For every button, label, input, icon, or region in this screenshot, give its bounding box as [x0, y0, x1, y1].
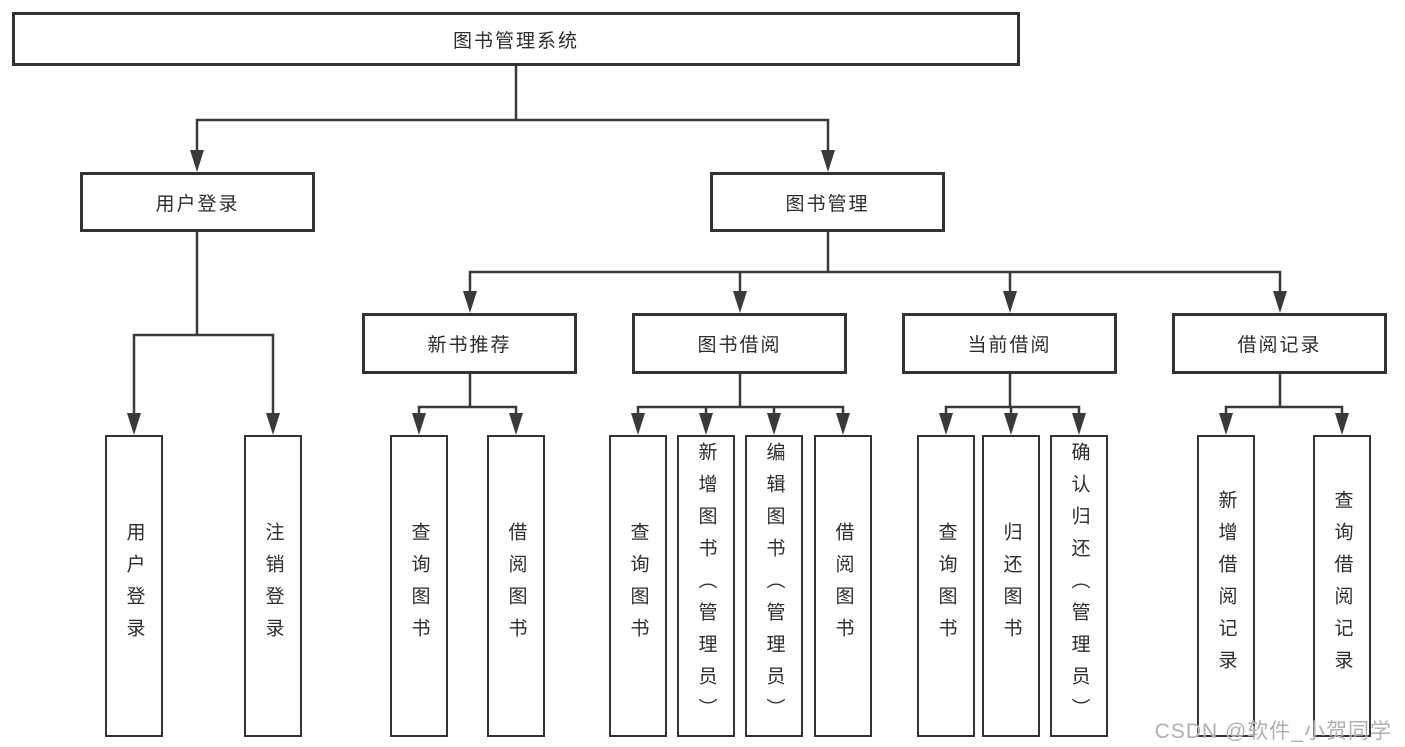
leaf-label: 编辑图书（管理员） [763, 442, 785, 730]
node-label: 当前借阅 [967, 335, 1052, 356]
leaf-label: 用户登录 [123, 522, 145, 650]
node-current-borrowing: 当前借阅 [902, 313, 1117, 374]
leaf-label: 新增图书（管理员） [695, 442, 717, 730]
leaf-return-books: 归还图书 [982, 435, 1040, 737]
node-book-management: 图书管理 [710, 172, 945, 232]
node-new-book-recommend: 新书推荐 [362, 313, 577, 374]
leaf-label: 查询图书 [935, 522, 957, 650]
tree-edges [132, 66, 1344, 416]
node-label: 图书借阅 [697, 335, 782, 356]
leaf-label: 新增借阅记录 [1215, 490, 1237, 682]
leaf-label: 确认归还（管理员） [1068, 442, 1090, 730]
node-library-system: 图书管理系统 [12, 12, 1020, 66]
leaf-borrow-books-recommend: 借阅图书 [487, 435, 545, 737]
arrow-down-icon [1004, 413, 1018, 435]
leaf-label: 借阅图书 [505, 522, 527, 650]
leaf-logout: 注销登录 [244, 435, 302, 737]
leaf-label: 查询借阅记录 [1331, 490, 1353, 682]
arrow-down-icon [1072, 413, 1086, 435]
node-label: 借阅记录 [1237, 335, 1322, 356]
arrow-down-icon [699, 413, 713, 435]
leaf-label: 归还图书 [1000, 522, 1022, 650]
arrow-down-icon [509, 413, 523, 435]
arrow-down-icon [821, 150, 835, 172]
arrow-down-icon [1273, 291, 1287, 313]
arrow-down-icon [767, 413, 781, 435]
arrow-down-icon [266, 413, 280, 435]
leaf-label: 借阅图书 [832, 522, 854, 650]
arrow-down-icon [127, 413, 141, 435]
node-label: 图书管理 [785, 193, 870, 215]
csdn-watermark: CSDN @软件_小贺同学 [1154, 720, 1392, 743]
leaf-query-books-recommend: 查询图书 [390, 435, 448, 737]
leaf-edit-books-admin: 编辑图书（管理员） [745, 435, 803, 737]
node-book-borrowing: 图书借阅 [632, 313, 847, 374]
arrow-down-icon [1335, 413, 1349, 435]
arrow-down-icon [190, 150, 204, 172]
arrow-down-icon [412, 413, 426, 435]
leaf-label: 注销登录 [262, 522, 284, 650]
leaf-add-borrow-record: 新增借阅记录 [1197, 435, 1255, 737]
arrow-down-icon [1003, 291, 1017, 313]
node-label: 用户登录 [155, 193, 240, 215]
leaf-label: 查询图书 [408, 522, 430, 650]
leaf-query-books-current: 查询图书 [917, 435, 975, 737]
node-borrowing-records: 借阅记录 [1172, 313, 1387, 374]
leaf-user-login: 用户登录 [105, 435, 163, 737]
leaf-confirm-return-admin: 确认归还（管理员） [1050, 435, 1108, 737]
arrowheads [127, 150, 1349, 435]
arrow-down-icon [1219, 413, 1233, 435]
arrow-down-icon [836, 413, 850, 435]
leaf-query-borrow-record: 查询借阅记录 [1313, 435, 1371, 737]
arrow-down-icon [463, 291, 477, 313]
node-label: 新书推荐 [427, 335, 512, 356]
node-user-login: 用户登录 [80, 172, 315, 232]
arrow-down-icon [733, 291, 747, 313]
leaf-label: 查询图书 [627, 522, 649, 650]
leaf-query-books-borrow: 查询图书 [609, 435, 667, 737]
node-label: 图书管理系统 [452, 30, 579, 52]
arrow-down-icon [939, 413, 953, 435]
leaf-add-books-admin: 新增图书（管理员） [677, 435, 735, 737]
leaf-borrow-books: 借阅图书 [814, 435, 872, 737]
arrow-down-icon [631, 413, 645, 435]
